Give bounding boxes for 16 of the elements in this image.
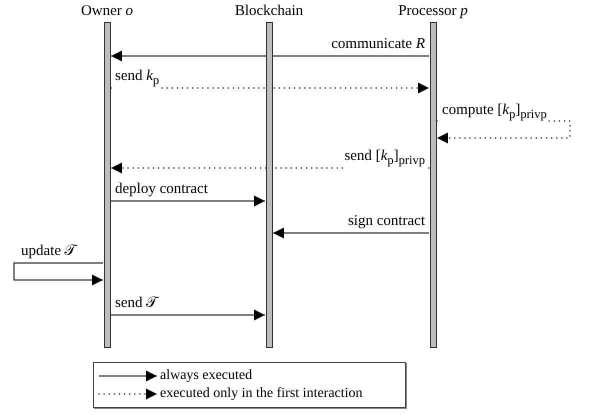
edge-label: send k$_{p}$ bbox=[114, 68, 160, 89]
lifeline-heading: Owner o bbox=[80, 2, 134, 20]
message-arrow bbox=[110, 50, 430, 62]
message-arrow bbox=[272, 228, 430, 238]
lifeline-heading: Processor p bbox=[398, 2, 468, 20]
edge-label: send [k$_{p}$]$_{privp}$ bbox=[343, 148, 426, 169]
lifeline-heading: Blockchain bbox=[234, 2, 304, 20]
legend-text: executed only in the first interaction bbox=[160, 385, 363, 403]
edge-label: sign contract bbox=[346, 213, 426, 230]
message-arrow bbox=[110, 196, 266, 206]
edge-label: compute [k$_{p}$]$_{privp}$ bbox=[441, 102, 548, 123]
message-arrow bbox=[14, 262, 104, 286]
message-arrow bbox=[110, 310, 266, 320]
edge-label: update 𝒯 bbox=[20, 243, 77, 260]
legend-text: always executed bbox=[160, 367, 252, 385]
edge-label: deploy contract bbox=[114, 181, 209, 198]
